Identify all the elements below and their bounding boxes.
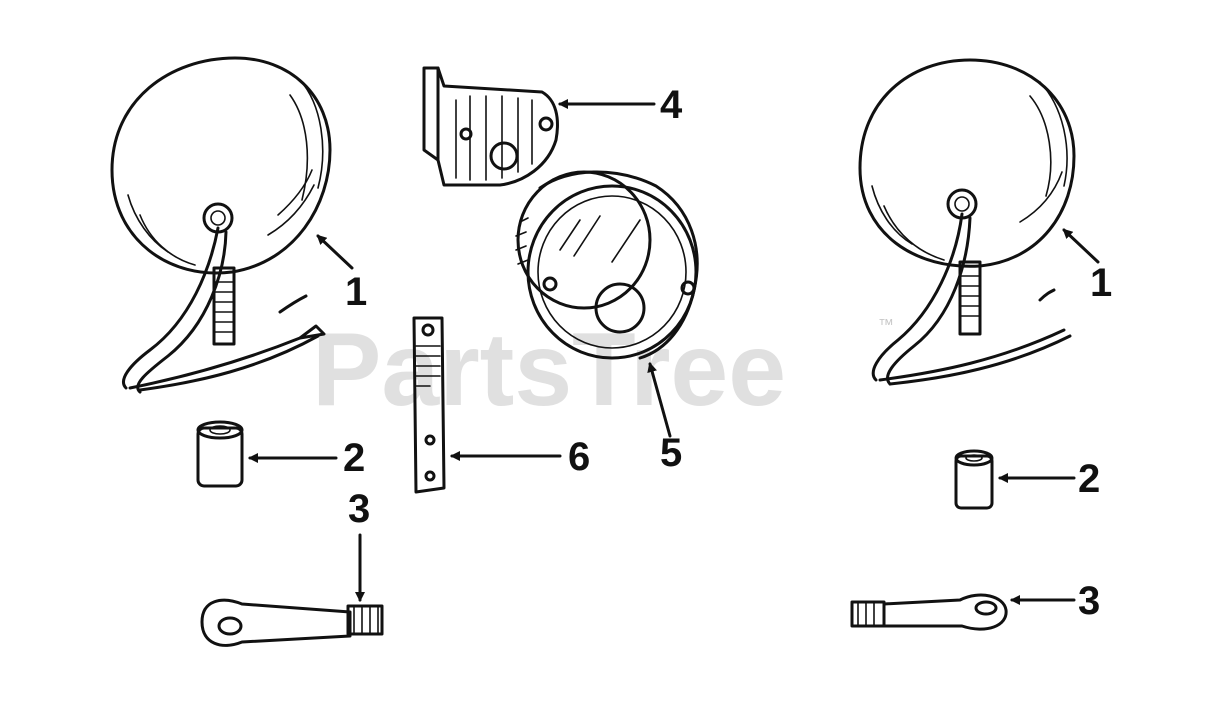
bracket xyxy=(422,66,559,187)
headlight-right xyxy=(858,58,1076,386)
eyebolt-right xyxy=(850,593,1008,631)
eyebolt-left xyxy=(200,598,384,647)
callout-label-3-right: 3 xyxy=(1078,579,1100,623)
callout-label-1-left: 1 xyxy=(345,270,367,314)
headlight-left xyxy=(110,56,332,394)
spacer-right xyxy=(954,449,994,510)
callout-arrow-1-right xyxy=(1062,228,1100,264)
spacer-left xyxy=(196,420,244,488)
callout-label-3-left: 3 xyxy=(348,487,370,531)
callout-label-4: 4 xyxy=(660,83,683,127)
callout-label-6: 6 xyxy=(568,435,590,479)
callout-label-5: 5 xyxy=(660,431,682,475)
callout-arrow-1-left xyxy=(316,234,354,270)
callout-arrow-5 xyxy=(647,362,672,438)
callout-label-2-right: 2 xyxy=(1078,457,1100,501)
callout-label-2-left: 2 xyxy=(343,436,365,480)
watermark-trademark: ™ xyxy=(878,317,894,334)
callout-label-1-right: 1 xyxy=(1090,261,1112,305)
strap xyxy=(412,316,446,494)
watermark-text: PartsTree xyxy=(312,312,786,428)
tail-light xyxy=(515,170,699,360)
